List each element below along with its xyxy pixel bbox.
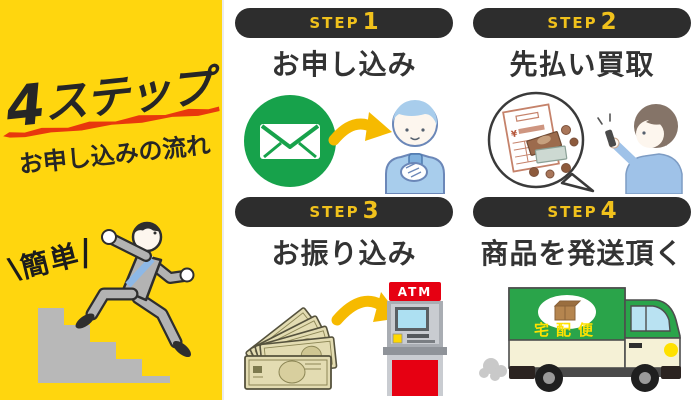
yen-bills (244, 306, 338, 390)
step-1-cell: STEP 1 お申し込み (235, 8, 453, 197)
step-2-illustration: ¥ (473, 84, 691, 197)
step-3-illustration: ATM (235, 273, 453, 396)
step-1-pill: STEP 1 (235, 8, 453, 38)
step-4-number: 4 (600, 197, 617, 224)
steps-grid: STEP 1 お申し込み (222, 0, 700, 400)
step-2-pill: STEP 2 (473, 8, 691, 38)
exhaust-puff-icon (479, 357, 507, 381)
runner-front-arm (101, 229, 152, 262)
runner-back-leg (131, 291, 192, 358)
step-1-number: 1 (362, 8, 379, 35)
step-4-heading: 商品を発送頂く (480, 237, 684, 270)
step-4-label: STEP (547, 202, 598, 221)
step-2-label: STEP (547, 13, 598, 32)
atm-label: ATM (398, 285, 432, 299)
runner-front-leg (75, 287, 139, 329)
wheel-icon (535, 363, 563, 392)
step-3-heading: お振り込み (271, 237, 417, 270)
arrow-icon (328, 111, 392, 145)
step-1-heading: お申し込み (271, 48, 417, 81)
coins (529, 124, 579, 178)
cash-to-atm-icon: ATM (244, 281, 447, 396)
envelope-icon (244, 94, 336, 187)
step-4-pill: STEP 4 (473, 197, 691, 227)
step-4-cell: STEP 4 商品を発送頂く (473, 197, 691, 396)
applicant-person (385, 99, 445, 194)
title-text: ステップ (41, 61, 214, 130)
step-1-illustration (235, 84, 453, 197)
step-2-cell: STEP 2 先払い買取 (473, 8, 691, 197)
step-3-number: 3 (362, 197, 379, 224)
delivery-truck-icon: 宅配便 (479, 286, 681, 392)
step-2-heading: 先払い買取 (509, 48, 655, 81)
step-3-pill: STEP 3 (235, 197, 453, 227)
title-block: 4ステップ お申し込みの流れ (0, 59, 227, 182)
step-4-illustration: 宅配便 (473, 273, 691, 396)
truck-label: 宅配便 (534, 321, 600, 339)
parcel-box-icon (553, 300, 582, 320)
atm-icon: ATM (383, 281, 447, 396)
step-3-label: STEP (309, 202, 360, 221)
yen-mark: ¥ (510, 129, 519, 140)
runner-illustration (38, 221, 195, 383)
banknotes (526, 130, 568, 163)
title-number: 4 (2, 72, 47, 141)
envelope-to-person-icon (244, 94, 445, 194)
page-title: 4ステップ (0, 59, 222, 141)
woman-with-phone (597, 103, 683, 194)
wheel-icon (631, 363, 659, 392)
step-2-number: 2 (600, 8, 617, 35)
speech-bubble: ¥ (487, 91, 595, 192)
step-1-label: STEP (309, 13, 360, 32)
truck-icon: 宅配便 (508, 286, 681, 392)
invoice-bubble-woman-icon: ¥ (487, 91, 683, 194)
left-panel: 4ステップ お申し込みの流れ \ 簡単 | (0, 0, 222, 400)
step-3-cell: STEP 3 お振り込み (235, 197, 453, 396)
stairs (38, 308, 170, 383)
